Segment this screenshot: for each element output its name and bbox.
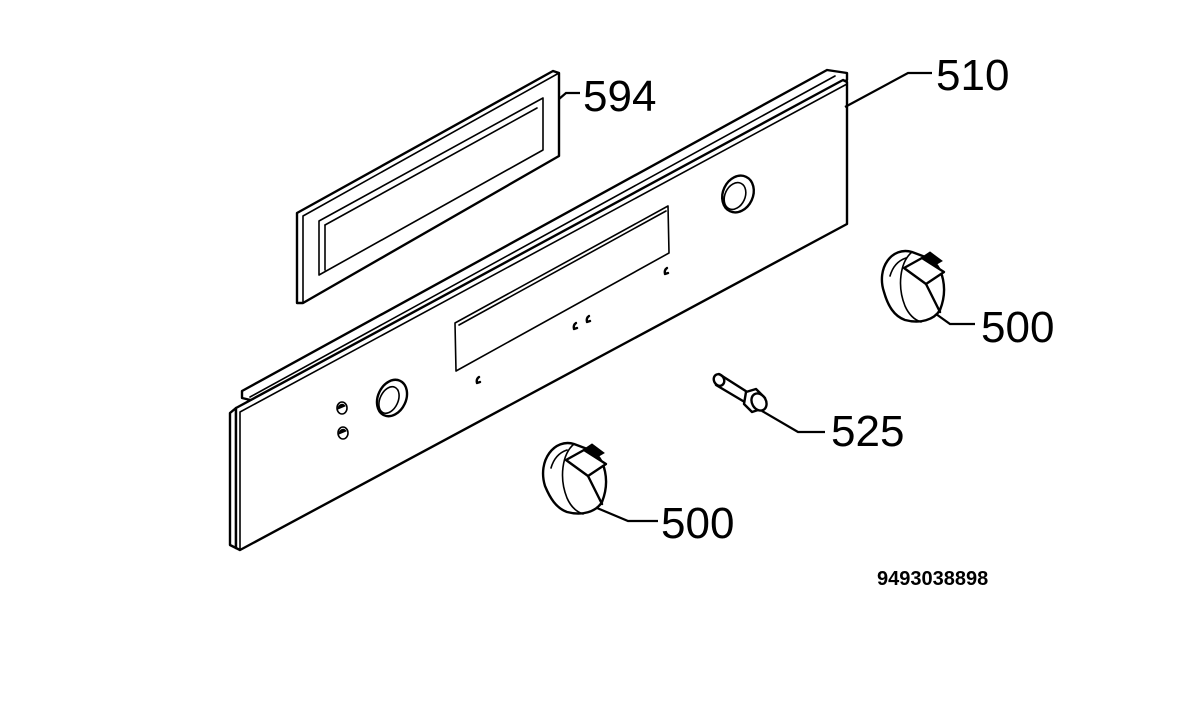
callout-500-right: 500 bbox=[981, 303, 1054, 352]
part-510-control-panel bbox=[228, 68, 849, 552]
callout-500-left: 500 bbox=[661, 499, 734, 548]
callout-594: 594 bbox=[583, 72, 656, 121]
callout-510: 510 bbox=[936, 51, 1009, 100]
part-594-panel-insert bbox=[295, 69, 561, 305]
document-number: 9493038898 bbox=[877, 568, 988, 590]
clip-marks bbox=[475, 266, 670, 385]
left-knob-hole bbox=[375, 378, 409, 418]
display-window bbox=[454, 205, 670, 372]
right-knob-hole bbox=[721, 174, 755, 214]
leader-lines bbox=[558, 71, 975, 523]
part-525-spindle bbox=[712, 372, 768, 414]
callout-525: 525 bbox=[831, 407, 904, 456]
indicator-light-holes bbox=[336, 401, 349, 440]
part-500-knob-right bbox=[880, 249, 946, 323]
part-500-knob-left bbox=[542, 441, 608, 515]
